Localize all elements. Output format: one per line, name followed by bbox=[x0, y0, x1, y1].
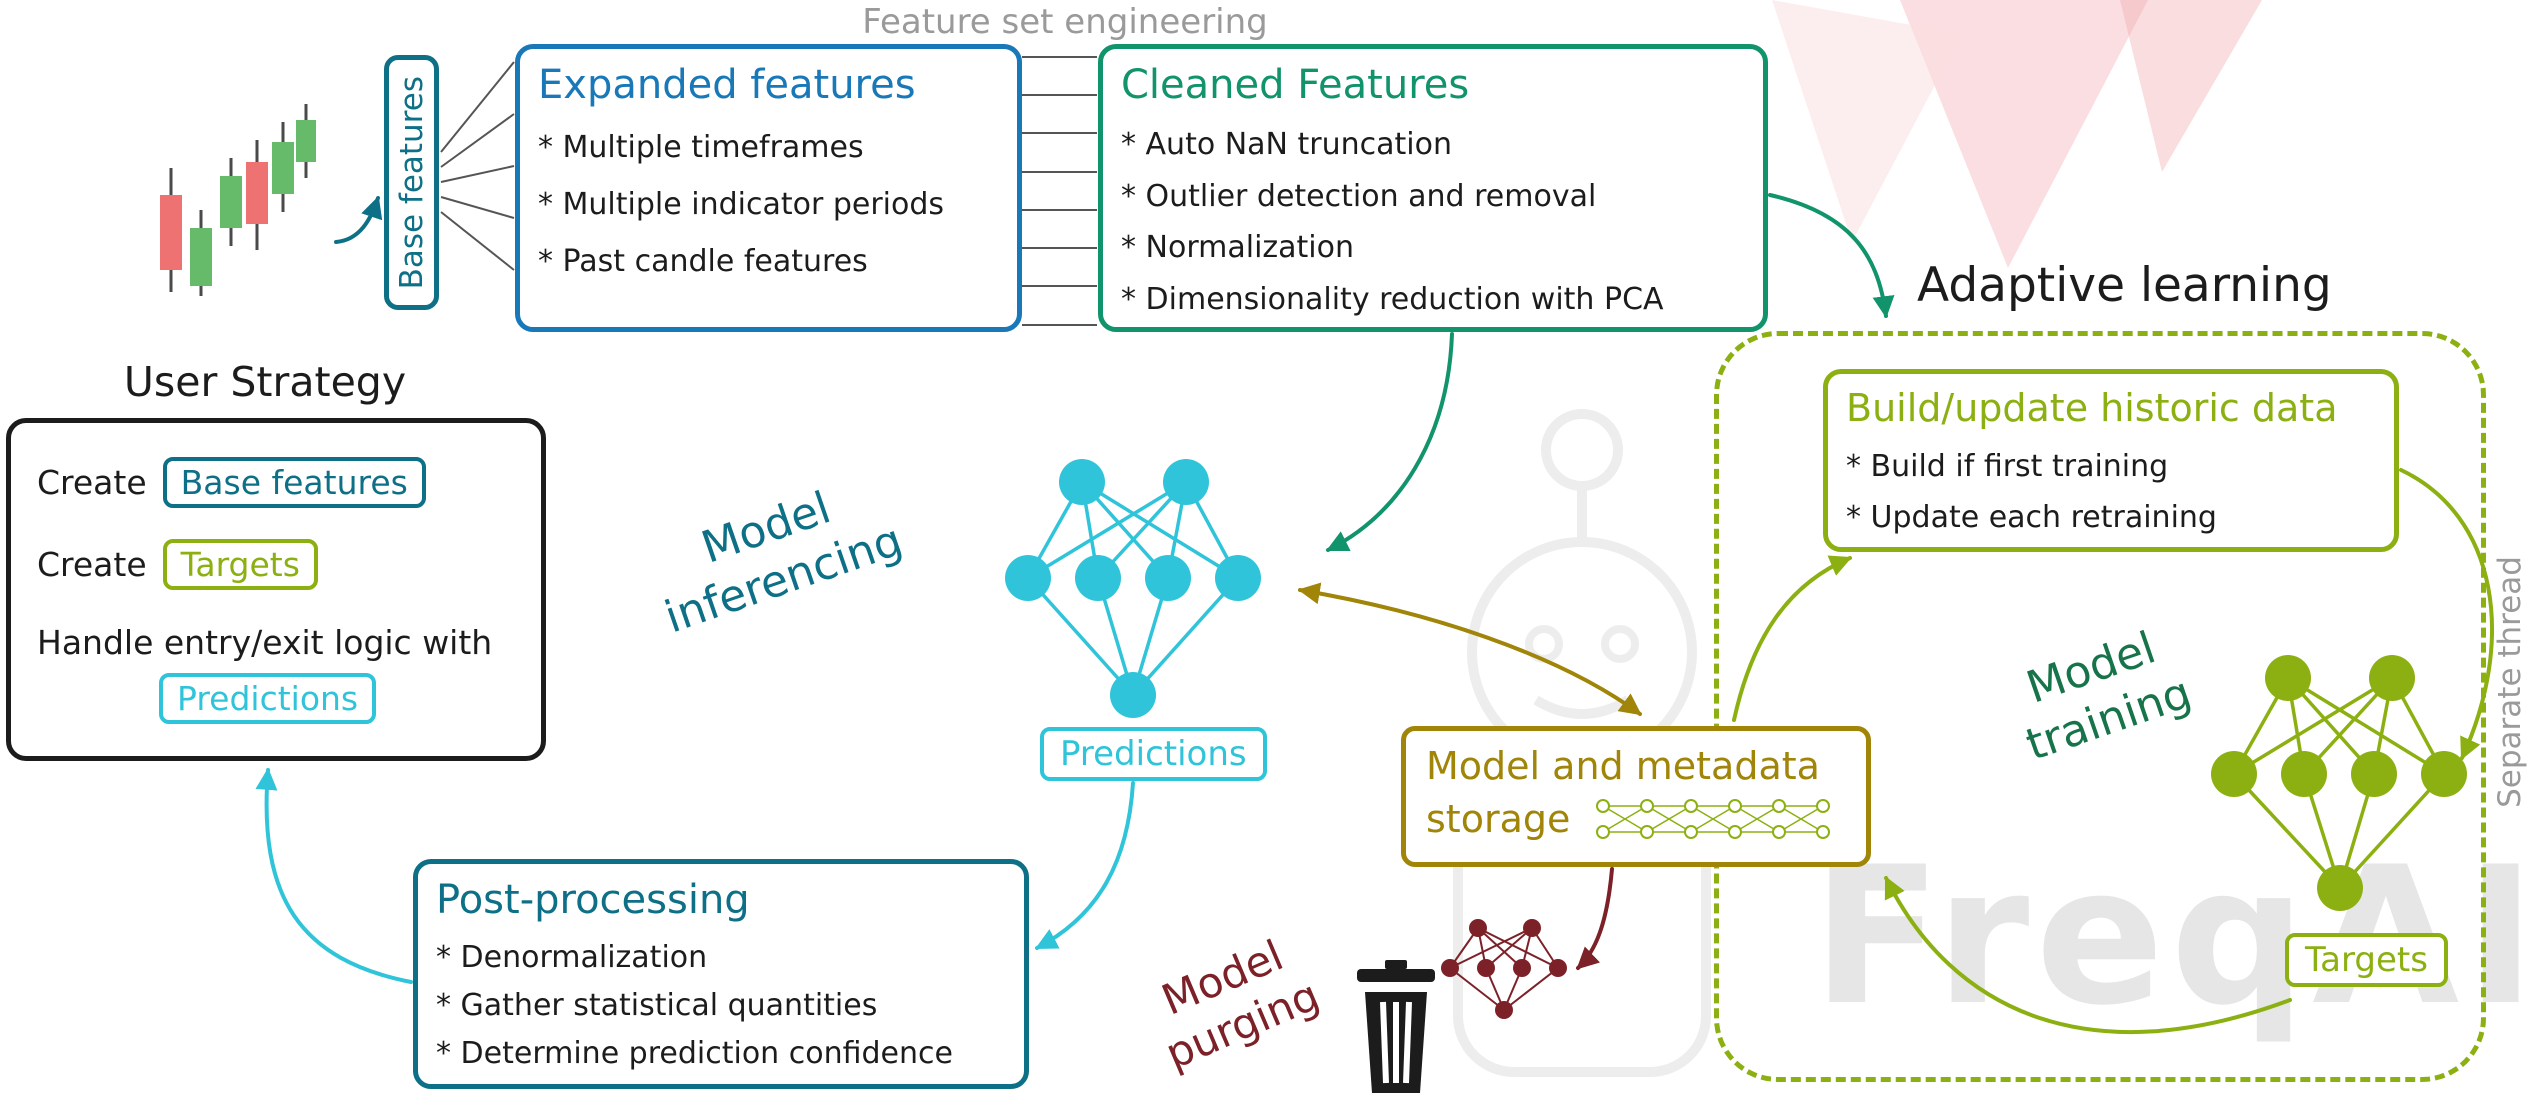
create-base-features-row: Create Base features bbox=[37, 457, 426, 508]
model-storage-box: Model and metadata storage bbox=[1401, 726, 1871, 867]
mini-network-icon bbox=[1596, 799, 1831, 840]
user-strategy-box: Create Base features Create Targets Hand… bbox=[6, 418, 546, 761]
predictions-chip: Predictions bbox=[159, 673, 377, 724]
adaptive-learning-title: Adaptive learning bbox=[1917, 258, 2332, 313]
post-processing-item: * Gather statistical quantities bbox=[436, 988, 878, 1023]
base-features-chip: Base features bbox=[162, 457, 426, 508]
storage-title-line1: Model and metadata bbox=[1426, 744, 1820, 788]
post-processing-title: Post-processing bbox=[436, 877, 750, 923]
predictions-row: Predictions bbox=[159, 673, 377, 724]
expanded-features-box: Expanded features * Multiple timeframes … bbox=[515, 44, 1022, 332]
create-label: Create bbox=[37, 545, 147, 584]
base-features-box: Base features bbox=[384, 55, 439, 310]
storage-title-line2-row: storage bbox=[1426, 792, 1846, 846]
feature-item: * Normalization bbox=[1121, 230, 1355, 266]
handle-logic-label: Handle entry/exit logic with bbox=[37, 623, 493, 662]
feature-item: * Past candle features bbox=[538, 244, 868, 279]
feature-item: * Auto NaN truncation bbox=[1121, 127, 1452, 162]
feature-set-engineering-label: Feature set engineering bbox=[862, 2, 1268, 42]
build-update-title: Build/update historic data bbox=[1846, 386, 2338, 430]
cleaned-features-box: Cleaned Features * Auto NaN truncation *… bbox=[1098, 44, 1768, 332]
storage-title-line2: storage bbox=[1426, 796, 1571, 841]
handle-logic-row: Handle entry/exit logic with bbox=[37, 623, 492, 662]
post-processing-item: * Denormalization bbox=[436, 940, 708, 975]
feature-item: * Multiple timeframes bbox=[538, 130, 864, 165]
build-update-item: * Build if first training bbox=[1846, 449, 2169, 485]
build-update-item: * Update each retraining bbox=[1846, 500, 2217, 536]
create-label: Create bbox=[37, 463, 147, 502]
create-targets-row: Create Targets bbox=[37, 539, 318, 590]
build-update-historic-data-box: Build/update historic data * Build if fi… bbox=[1823, 369, 2399, 552]
feature-item: * Multiple indicator periods bbox=[538, 187, 945, 222]
feature-item: * Dimensionality reduction with PCA bbox=[1121, 281, 1664, 317]
feature-item: * Outlier detection and removal bbox=[1121, 178, 1597, 214]
targets-output-chip: Targets bbox=[2285, 933, 2448, 987]
logo-shards-decoration bbox=[1772, 0, 2262, 268]
post-processing-item: * Determine prediction confidence bbox=[436, 1036, 953, 1071]
separate-thread-label: Separate thread bbox=[2492, 556, 2528, 808]
post-processing-box: Post-processing * Denormalization * Gath… bbox=[413, 859, 1029, 1089]
predictions-output-chip: Predictions bbox=[1040, 727, 1267, 781]
targets-chip: Targets bbox=[162, 539, 318, 590]
expanded-features-title: Expanded features bbox=[538, 62, 916, 108]
user-strategy-title: User Strategy bbox=[123, 358, 407, 406]
cleaned-features-title: Cleaned Features bbox=[1121, 62, 1470, 108]
base-features-label: Base features bbox=[393, 75, 430, 290]
